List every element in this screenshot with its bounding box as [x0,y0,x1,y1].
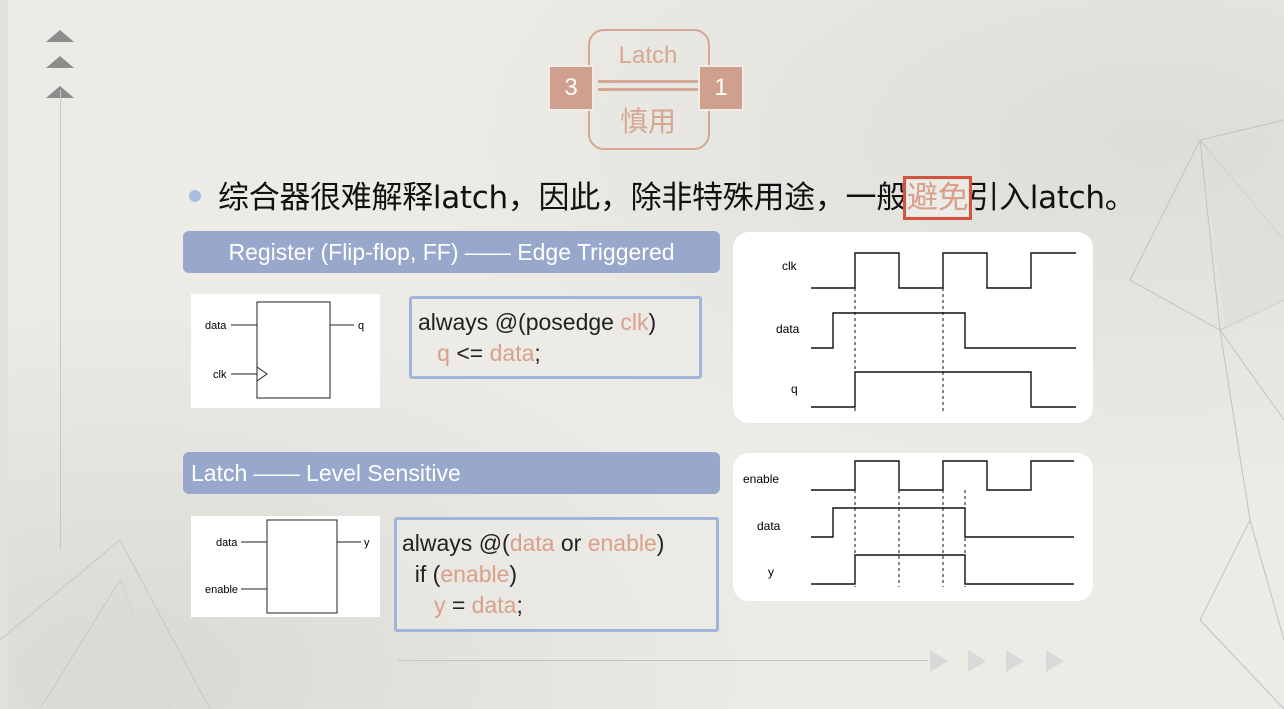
register-banner: Register (Flip-flop, FF) —— Edge Trigger… [183,231,720,273]
latch-banner: Latch —— Level Sensitive [183,452,720,494]
logo-subtitle: 慎用 [619,105,676,138]
code-keyword: always @( [402,530,510,556]
latch-diagram: data enable y [191,516,380,617]
play-arrow-icon [930,650,948,672]
code-clk: clk [620,309,649,335]
code-indent [418,340,437,366]
code-semicolon: ; [534,340,541,366]
code-data: data [509,530,555,556]
ff-q-label: q [358,320,364,332]
bullet-text-after: 引入latch。 [968,180,1136,216]
register-diagram: data clk q [191,294,380,408]
play-arrow-icon [1046,650,1064,672]
code-or: or [554,530,588,556]
triangle-up-icon [46,30,74,42]
wave-label-y: y [768,565,774,579]
wave-label-q: q [791,382,798,396]
register-code-box: always @(posedge clk) q <= data; [409,296,702,379]
latch-symbol: data enable y [205,519,370,614]
logo-left-number: 3 [548,65,594,111]
code-op: <= [449,340,490,366]
bullet-text: 综合器很难解释latch，因此，除非特殊用途，一般避免引入latch。 [218,172,1136,220]
latch-data-label: data [216,537,238,549]
code-enable: enable [440,561,510,587]
latch-y-label: y [364,537,370,549]
bullet-dot [189,190,201,202]
latch-waveform: enable data y [733,453,1093,601]
code-q: q [437,340,450,366]
register-waveform: clk data q [733,232,1093,423]
wave-label-enable: enable [743,472,779,486]
logo-title: Latch [618,42,678,69]
code-data: data [471,592,517,618]
code-paren: ) [509,561,518,587]
code-semicolon: ; [516,592,523,618]
bullet-highlight: 避免 [902,176,973,220]
ff-data-label: data [205,320,227,332]
code-if: if ( [402,561,441,587]
logo-bar-top [598,80,698,83]
code-keyword: always @(posedge [418,309,621,335]
play-arrow-icon [1006,650,1024,672]
wave-label-clk: clk [782,259,798,273]
play-arrow-icon [968,650,986,672]
register-timing-diagram: clk data q [776,252,1076,412]
left-divider [60,90,61,550]
code-y: y [433,592,446,618]
code-enable: enable [587,530,657,556]
latch-enable-label: enable [205,584,238,596]
latch-code-box: always @(data or enable) if (enable) y =… [394,517,719,632]
latch-timing-diagram: enable data y [743,460,1074,587]
wave-label-data: data [757,519,781,533]
flip-flop-symbol: data clk q [205,301,364,399]
code-paren: ) [656,530,665,556]
bullet-text-before: 综合器很难解释latch，因此，除非特殊用途，一般 [218,180,907,216]
triangle-up-icon [46,56,74,68]
logo-right-number: 1 [698,65,744,111]
code-paren: ) [648,309,657,335]
logo-bar-bottom [598,88,698,91]
code-data: data [489,340,535,366]
code-indent [402,592,434,618]
code-op: = [445,592,472,618]
bottom-divider [398,660,928,661]
left-strip [0,0,8,709]
wave-label-data: data [776,322,800,336]
ff-clk-label: clk [213,369,227,381]
